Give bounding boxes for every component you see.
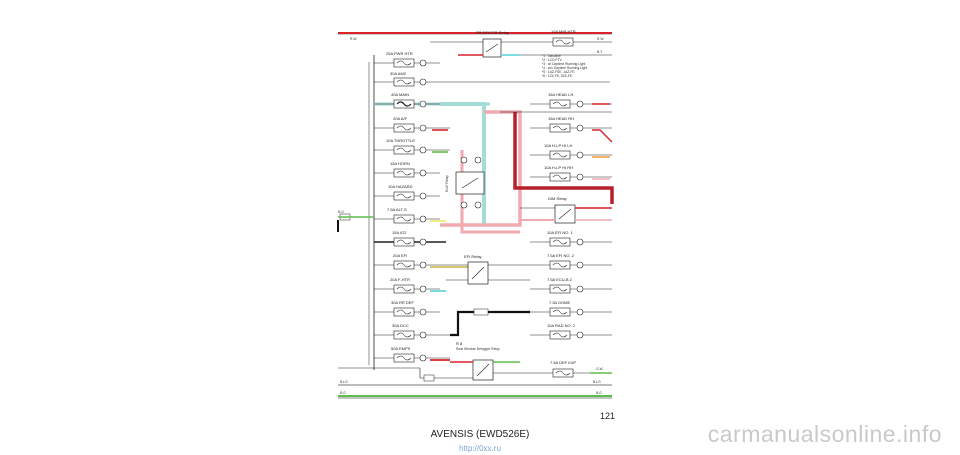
fuse-row-2 xyxy=(374,77,610,87)
ground-wire xyxy=(338,367,450,379)
fuse-row-13 xyxy=(374,330,450,340)
dim-red-harness xyxy=(513,112,614,204)
fr-deicer-relay-label: FR DEICER Relay xyxy=(476,30,509,35)
bottom-wire-a: B-LG xyxy=(340,380,348,384)
fuse-right-label-0: 15A HEAD LH xyxy=(548,92,573,97)
fuse-row-7 xyxy=(374,191,440,201)
fuse-label-6: 10A HAZARD xyxy=(388,184,413,189)
fuse-right-label-5: 7.5A EFI NO. 2 xyxy=(547,253,575,258)
deicer-out-wire: R-W xyxy=(597,37,604,41)
notes-block: *1 : Gasoline *2 : 1CD-FTV *3 : w/ Dayti… xyxy=(542,54,587,78)
defup-out-wire: G-W xyxy=(596,367,604,371)
note-4: *5 : 1AZ-FSE, 1AZ-FE xyxy=(542,70,575,74)
fuse-row-1 xyxy=(374,58,440,68)
fuse-right-label-7: 7.5A DOME xyxy=(549,300,570,305)
watermark: carmanualsonline.info xyxy=(707,421,942,447)
fuse-label-5: 15A HORN xyxy=(390,161,410,166)
fuse-label-3: 20A A/F xyxy=(393,116,408,121)
model-footer: AVENSIS (EWD526E) xyxy=(430,429,530,440)
black-harness xyxy=(450,310,530,337)
note-3: *4 : w/o Daytime Running Light xyxy=(542,66,587,70)
fuse-right-7 xyxy=(530,284,612,294)
note-1: *2 : 1CD-FTV xyxy=(542,58,563,62)
fuse-row-8 xyxy=(374,214,446,224)
left-junction-wire: B-G xyxy=(338,210,344,214)
fuse-row-4 xyxy=(374,123,450,133)
bottom-wire-b: B-G xyxy=(340,391,346,395)
fuse-label-2: 40A MAIN xyxy=(391,92,409,97)
fuse-row-6 xyxy=(374,168,440,178)
fuse-right-2 xyxy=(530,123,613,143)
top-wire-label: R-W xyxy=(350,37,357,41)
fuse-label-8: 15A IG2 xyxy=(392,230,407,235)
efi-relay-label: EFI Relay xyxy=(464,254,482,259)
head-relay-label: H-LP Relay xyxy=(445,175,449,192)
fuse-row-9 xyxy=(374,237,446,247)
fuse-right-label-4: 10A EFI NO. 1 xyxy=(547,230,574,235)
fuse-def-iup-label: 7.5A DEF I/UP xyxy=(550,360,576,365)
note-0: *1 : Gasoline xyxy=(542,54,561,58)
bottom-wire-a-right: B-LG xyxy=(593,380,601,384)
rear-defogger-label: Rear Window Defogger Relay xyxy=(456,347,500,351)
fuse-right-label-8: 10A RAD NO. 2 xyxy=(547,323,576,328)
fuse-row-14 xyxy=(374,353,450,363)
fuse-label-10: 20A F-HTR xyxy=(390,277,410,282)
bottom-wire-b-right: B-G xyxy=(596,391,602,395)
fuse-row-12 xyxy=(374,307,440,317)
mir-out-wire: B-Y xyxy=(597,50,603,54)
fuse-row-10 xyxy=(374,260,470,270)
note-5: *6 : 1ZZ-FE, 3ZZ-FE xyxy=(542,74,573,78)
fuse-right-label-6: 7.5A ECU-B 2 xyxy=(547,277,573,282)
fuse-label-9: 20A EFI xyxy=(393,253,407,258)
fuse-right-4 xyxy=(530,172,612,182)
fuse-label-1: 30A AM2 xyxy=(390,71,407,76)
fuse-right-label-1: 15A HEAD RH xyxy=(548,116,574,121)
note-2: *3 : w/ Daytime Running Light xyxy=(542,62,586,66)
fuse-row-5 xyxy=(374,145,450,155)
fuse-right-9 xyxy=(530,330,612,340)
footer-link[interactable]: http://0xx.ru xyxy=(459,444,501,453)
fuse-right-1 xyxy=(530,99,612,109)
pink-harness xyxy=(440,110,522,227)
fuse-label-12: 30A DCC xyxy=(392,323,409,328)
fuse-right-5 xyxy=(530,237,612,247)
fuse-label-13: 50A EMPS xyxy=(391,346,411,351)
rear-defogger-id: R 8 xyxy=(456,341,463,346)
fuse-label-11: 30A RR DEF xyxy=(391,300,414,305)
page-number: 121 xyxy=(600,411,616,421)
fuse-mir-htr-label: 10A MIR HTR xyxy=(551,29,576,34)
dim-relay-label: DIM Relay xyxy=(548,196,567,201)
fuse-right-6 xyxy=(530,260,612,270)
fuse-label-7: 7.5A ALT-S xyxy=(387,207,407,212)
fuse-right-3 xyxy=(530,150,612,160)
fuse-row-11 xyxy=(374,284,446,294)
fuse-label-4: 10A THROTTLE xyxy=(386,138,415,143)
fuse-right-label-3: 10A H-LP HI RH xyxy=(544,165,573,170)
fuse-label-0: 25A PWR HTR xyxy=(386,51,413,56)
fuse-right-label-2: 10A H-LP HI LH xyxy=(544,143,572,148)
